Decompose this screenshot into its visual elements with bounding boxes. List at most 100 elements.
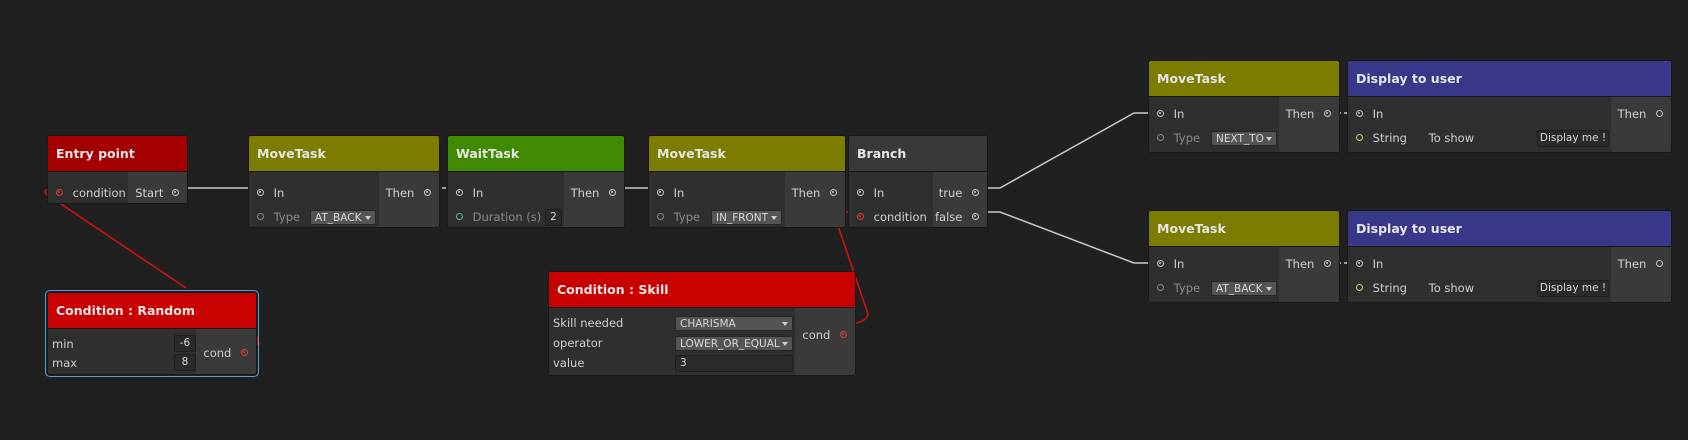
- false-port-icon[interactable]: [972, 213, 979, 220]
- node-condition-random[interactable]: Condition : Random min -6 max 8 cond: [45, 290, 259, 377]
- display-text-field[interactable]: Display me !: [1537, 130, 1609, 147]
- string-port-icon[interactable]: [1356, 284, 1363, 291]
- type-dropdown-value: AT_BACK: [315, 212, 362, 224]
- port-label-then: Then: [1617, 257, 1647, 271]
- cond-port-icon[interactable]: [241, 349, 248, 356]
- port-label-false: false: [934, 210, 963, 224]
- port-label-then: Then: [385, 186, 415, 200]
- node-title: MoveTask: [249, 136, 439, 172]
- type-dropdown-value: NEXT_TO: [1216, 133, 1264, 145]
- value-label: value: [553, 356, 585, 370]
- then-port-icon[interactable]: [424, 189, 431, 196]
- duration-label: Duration (s): [472, 210, 542, 224]
- type-dropdown[interactable]: IN_FRONT: [711, 210, 782, 225]
- condition-port-icon[interactable]: [857, 213, 864, 220]
- node-movetask-2[interactable]: MoveTask In Type IN_FRONT Then: [648, 135, 846, 228]
- node-title: Display to user: [1348, 211, 1671, 247]
- port-label-cond: cond: [203, 346, 232, 360]
- skill-needed-label: Skill needed: [553, 316, 624, 330]
- chevron-down-icon: [782, 322, 788, 326]
- display-text-field[interactable]: Display me !: [1537, 280, 1609, 297]
- type-port-icon[interactable]: [257, 213, 264, 220]
- then-port-icon[interactable]: [1656, 260, 1663, 267]
- chevron-down-icon: [1266, 287, 1272, 291]
- in-port-icon[interactable]: [257, 189, 264, 196]
- operator-label: operator: [553, 336, 603, 350]
- type-port-icon[interactable]: [657, 213, 664, 220]
- port-label-in: In: [1372, 257, 1384, 271]
- node-entry-point[interactable]: Entry point condition Start: [47, 135, 188, 204]
- port-label-in: In: [1173, 107, 1185, 121]
- port-label-then: Then: [1617, 107, 1647, 121]
- node-title: Condition : Random: [48, 293, 256, 329]
- operator-dropdown[interactable]: LOWER_OR_EQUAL: [675, 336, 793, 351]
- type-label: Type: [1173, 281, 1201, 295]
- type-port-icon[interactable]: [1157, 134, 1164, 141]
- node-waittask[interactable]: WaitTask In Duration (s) 2 Then: [447, 135, 625, 228]
- node-condition-skill[interactable]: Condition : Skill Skill needed CHARISMA …: [548, 271, 856, 376]
- value-field[interactable]: 3: [675, 355, 793, 372]
- port-label-in: In: [273, 186, 285, 200]
- then-port-icon[interactable]: [1324, 260, 1331, 267]
- to-show-label: To show: [1428, 131, 1475, 145]
- node-title: Display to user: [1348, 61, 1671, 97]
- in-port-icon[interactable]: [456, 189, 463, 196]
- then-port-icon[interactable]: [1324, 110, 1331, 117]
- type-dropdown[interactable]: NEXT_TO: [1211, 131, 1277, 146]
- node-title: MoveTask: [1149, 211, 1339, 247]
- port-label-then: Then: [791, 186, 821, 200]
- then-port-icon[interactable]: [609, 189, 616, 196]
- node-title: Condition : Skill: [549, 272, 855, 308]
- skill-dropdown[interactable]: CHARISMA: [675, 316, 793, 331]
- node-display-to-user-top[interactable]: Display to user In String To show Displa…: [1347, 60, 1672, 153]
- skill-dropdown-value: CHARISMA: [680, 318, 736, 330]
- node-movetask-top[interactable]: MoveTask In Type NEXT_TO Then: [1148, 60, 1340, 153]
- port-label-condition: condition: [72, 186, 126, 200]
- max-label: max: [52, 356, 78, 370]
- duration-port-icon[interactable]: [456, 213, 463, 220]
- condition-port-icon[interactable]: [56, 189, 63, 196]
- type-label: Type: [673, 210, 701, 224]
- node-title: Entry point: [48, 136, 187, 172]
- port-label-then: Then: [570, 186, 600, 200]
- type-dropdown-value: IN_FRONT: [716, 212, 769, 224]
- cond-port-icon[interactable]: [840, 331, 847, 338]
- in-port-icon[interactable]: [857, 189, 864, 196]
- true-port-icon[interactable]: [972, 189, 979, 196]
- to-show-label: To show: [1428, 281, 1475, 295]
- type-label: Type: [1173, 131, 1201, 145]
- port-label-then: Then: [1285, 107, 1315, 121]
- port-label-in: In: [673, 186, 685, 200]
- port-label-cond: cond: [802, 328, 831, 342]
- string-port-icon[interactable]: [1356, 134, 1363, 141]
- in-port-icon[interactable]: [657, 189, 664, 196]
- operator-dropdown-value: LOWER_OR_EQUAL: [680, 338, 780, 350]
- chevron-down-icon: [782, 342, 788, 346]
- duration-field[interactable]: 2: [545, 209, 562, 226]
- in-port-icon[interactable]: [1356, 260, 1363, 267]
- node-title: MoveTask: [1149, 61, 1339, 97]
- max-field[interactable]: 8: [174, 354, 196, 371]
- node-title: MoveTask: [649, 136, 845, 172]
- port-label-condition: condition: [873, 210, 927, 224]
- in-port-icon[interactable]: [1157, 260, 1164, 267]
- type-dropdown[interactable]: AT_BACK: [310, 210, 376, 225]
- node-movetask-bottom[interactable]: MoveTask In Type AT_BACK Then: [1148, 210, 1340, 303]
- port-label-start: Start: [135, 186, 164, 200]
- wire-branch-true-to-move-top: [976, 112, 1160, 189]
- then-port-icon[interactable]: [830, 189, 837, 196]
- min-field[interactable]: -6: [174, 335, 196, 352]
- node-display-to-user-bottom[interactable]: Display to user In String To show Displa…: [1347, 210, 1672, 303]
- type-dropdown[interactable]: AT_BACK: [1211, 281, 1277, 296]
- in-port-icon[interactable]: [1157, 110, 1164, 117]
- node-branch[interactable]: Branch In condition true false: [848, 135, 988, 228]
- then-port-icon[interactable]: [1656, 110, 1663, 117]
- in-port-icon[interactable]: [1356, 110, 1363, 117]
- start-port-icon[interactable]: [172, 189, 179, 196]
- node-title: WaitTask: [448, 136, 624, 172]
- min-label: min: [52, 337, 74, 351]
- port-label-in: In: [1372, 107, 1384, 121]
- node-movetask-1[interactable]: MoveTask In Type AT_BACK Then: [248, 135, 440, 228]
- type-port-icon[interactable]: [1157, 284, 1164, 291]
- type-dropdown-value: AT_BACK: [1216, 283, 1263, 295]
